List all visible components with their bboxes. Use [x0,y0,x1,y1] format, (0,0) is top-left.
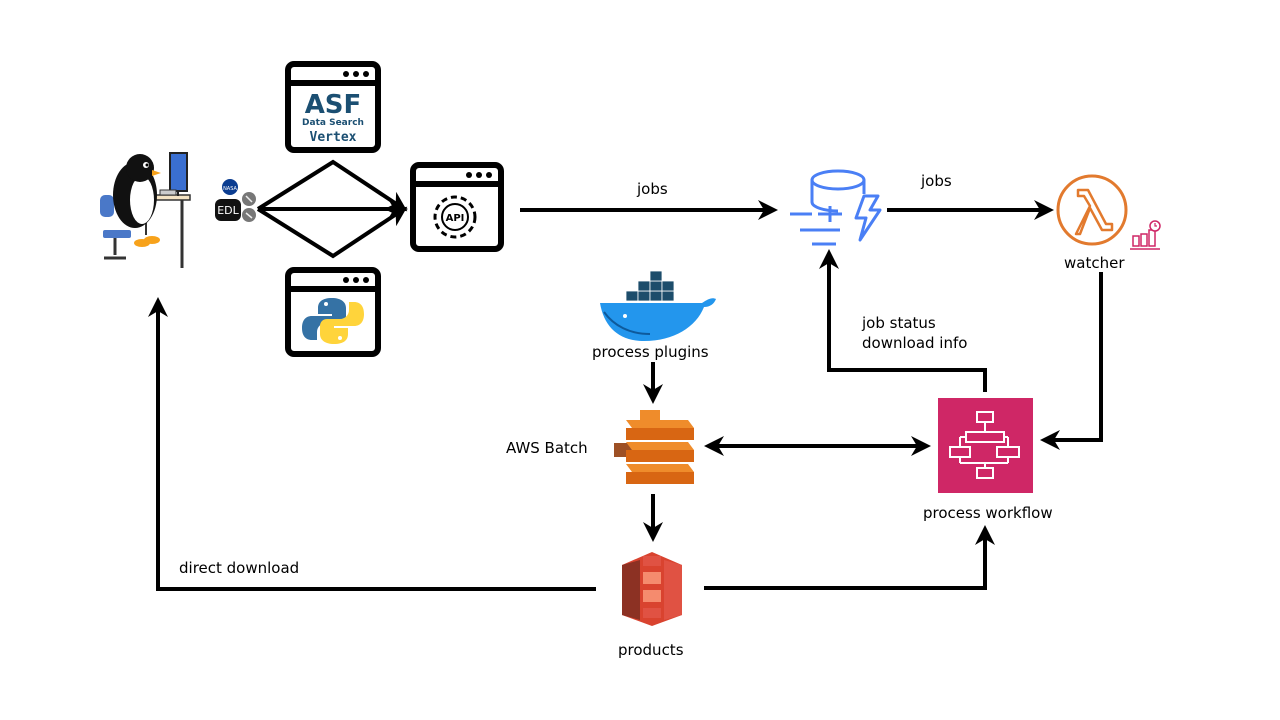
download-info-label: download info [862,334,967,352]
job-status-label: job status [861,314,936,332]
edl-badge: EDL [215,199,241,221]
edge-workflow-to-database [819,249,987,392]
key-icon [242,192,256,222]
vertex-browser-window: ASF Data Search Vertex [285,61,381,153]
api-browser-window: API [410,162,504,252]
step-functions-icon [938,398,1033,493]
process-plugins-label: process plugins [592,343,709,361]
python-logo-icon [302,298,364,344]
jobs-label-db-to-watcher: jobs [920,172,952,190]
edge-watcher-to-workflow [1040,272,1103,450]
svg-text:API: API [446,213,465,224]
products-label: products [618,641,684,659]
api-gear-icon: API [433,195,477,239]
scheduled-metrics-icon [1130,220,1161,250]
python-browser-window [285,267,381,357]
aws-batch-label: AWS Batch [506,439,588,457]
database-icon [790,169,882,246]
nasa-logo-icon: NASA [222,179,238,195]
lambda-icon [1056,174,1128,246]
edge-products-to-user [148,297,596,591]
watcher-label: watcher [1064,254,1125,272]
svg-text:EDL: EDL [217,204,239,217]
process-workflow-label: process workflow [923,504,1053,522]
svg-text:NASA: NASA [223,186,237,192]
edges [148,159,1103,591]
docker-icon [600,270,716,341]
vertex-logo-subtitle: Data Search [302,118,364,128]
jobs-label-api-to-db: jobs [636,180,668,198]
user-penguin-icon [100,152,191,268]
edge-user-to-python [256,206,408,259]
s3-bucket-icon [622,552,682,626]
aws-batch-icon [614,410,694,484]
vertex-logo-name: Vertex [310,130,357,145]
edge-user-to-vertex [256,159,408,212]
vertex-logo-asf: ASF [305,90,362,120]
edge-products-to-workflow [704,525,995,590]
direct-download-label: direct download [179,559,299,577]
